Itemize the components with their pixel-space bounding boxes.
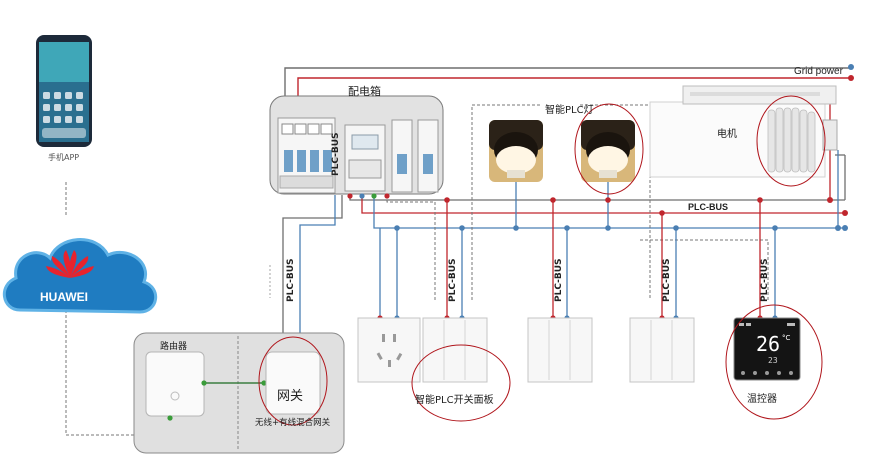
grid-dot-blue: [848, 64, 854, 70]
switch-panel-3gang: [629, 317, 695, 383]
link-dot: [201, 380, 207, 386]
socket-panel: [357, 317, 421, 383]
bus-dot: [842, 210, 848, 216]
switch-panel-3gang: [422, 317, 488, 383]
light-bulb-icon: [581, 120, 635, 182]
lamp-highlight-circle: [574, 103, 644, 195]
breaker-modules: [277, 117, 439, 194]
huawei-cloud-icon: [3, 238, 157, 314]
drop-bus-label-switch2: PLC-BUS: [554, 258, 564, 302]
thermostat-highlight-circle: [725, 304, 823, 420]
grid-power-label: Grid power: [794, 66, 843, 77]
gateway-device: [265, 351, 321, 415]
distribution-box-title: 配电箱: [348, 85, 381, 98]
curtain-motor-icon: [649, 85, 838, 178]
thermostat-device: [733, 317, 801, 381]
box-bus-label: PLC-BUS: [331, 132, 341, 176]
lamp-title: 智能PLC灯: [545, 105, 594, 116]
switch-panel-caption: 智能PLC开关面板: [415, 395, 494, 406]
hybrid-gateway-label: 无线+有线混合网关: [255, 418, 331, 428]
light-bulb-icon: [489, 120, 543, 182]
drop-bus-label-thermostat: PLC-BUS: [760, 258, 770, 302]
drop-bus-label-switch3: PLC-BUS: [662, 258, 672, 302]
thermostat-unit: °C: [782, 334, 791, 342]
router-title: 路由器: [160, 342, 188, 352]
box-terminal-dots: [347, 193, 390, 199]
link-dot: [261, 380, 267, 386]
smartphone-icon: [36, 35, 92, 147]
drop-bus-label-switch1: PLC-BUS: [448, 258, 458, 302]
gateway-highlight-circle: [258, 336, 328, 426]
cloud-brand: HUAWEI: [40, 290, 88, 304]
main-bus-label: PLC-BUS: [688, 202, 728, 212]
grid-dot-red: [848, 75, 854, 81]
router-device: [145, 351, 205, 417]
gateway-feed: [269, 195, 343, 345]
switch-panel-3gang: [527, 317, 593, 383]
drop-dots: [377, 197, 778, 321]
drop-bus-label-gateway: PLC-BUS: [286, 258, 296, 302]
thermostat-sub: 23: [768, 356, 778, 365]
phone-caption: 手机APP: [48, 153, 80, 162]
thermostat-caption: 温控器: [747, 394, 777, 405]
motor-highlight-circle: [756, 95, 826, 187]
bus-dot: [842, 225, 848, 231]
motor-title: 电机: [717, 129, 737, 140]
bus-dot: [835, 225, 841, 231]
gateway-label: 网关: [277, 389, 304, 404]
drop-lines: [379, 175, 776, 318]
thermostat-temp: 26: [756, 332, 781, 356]
link-dot: [167, 415, 173, 421]
switch-highlight-circle: [411, 344, 511, 422]
bus-dot: [827, 197, 833, 203]
